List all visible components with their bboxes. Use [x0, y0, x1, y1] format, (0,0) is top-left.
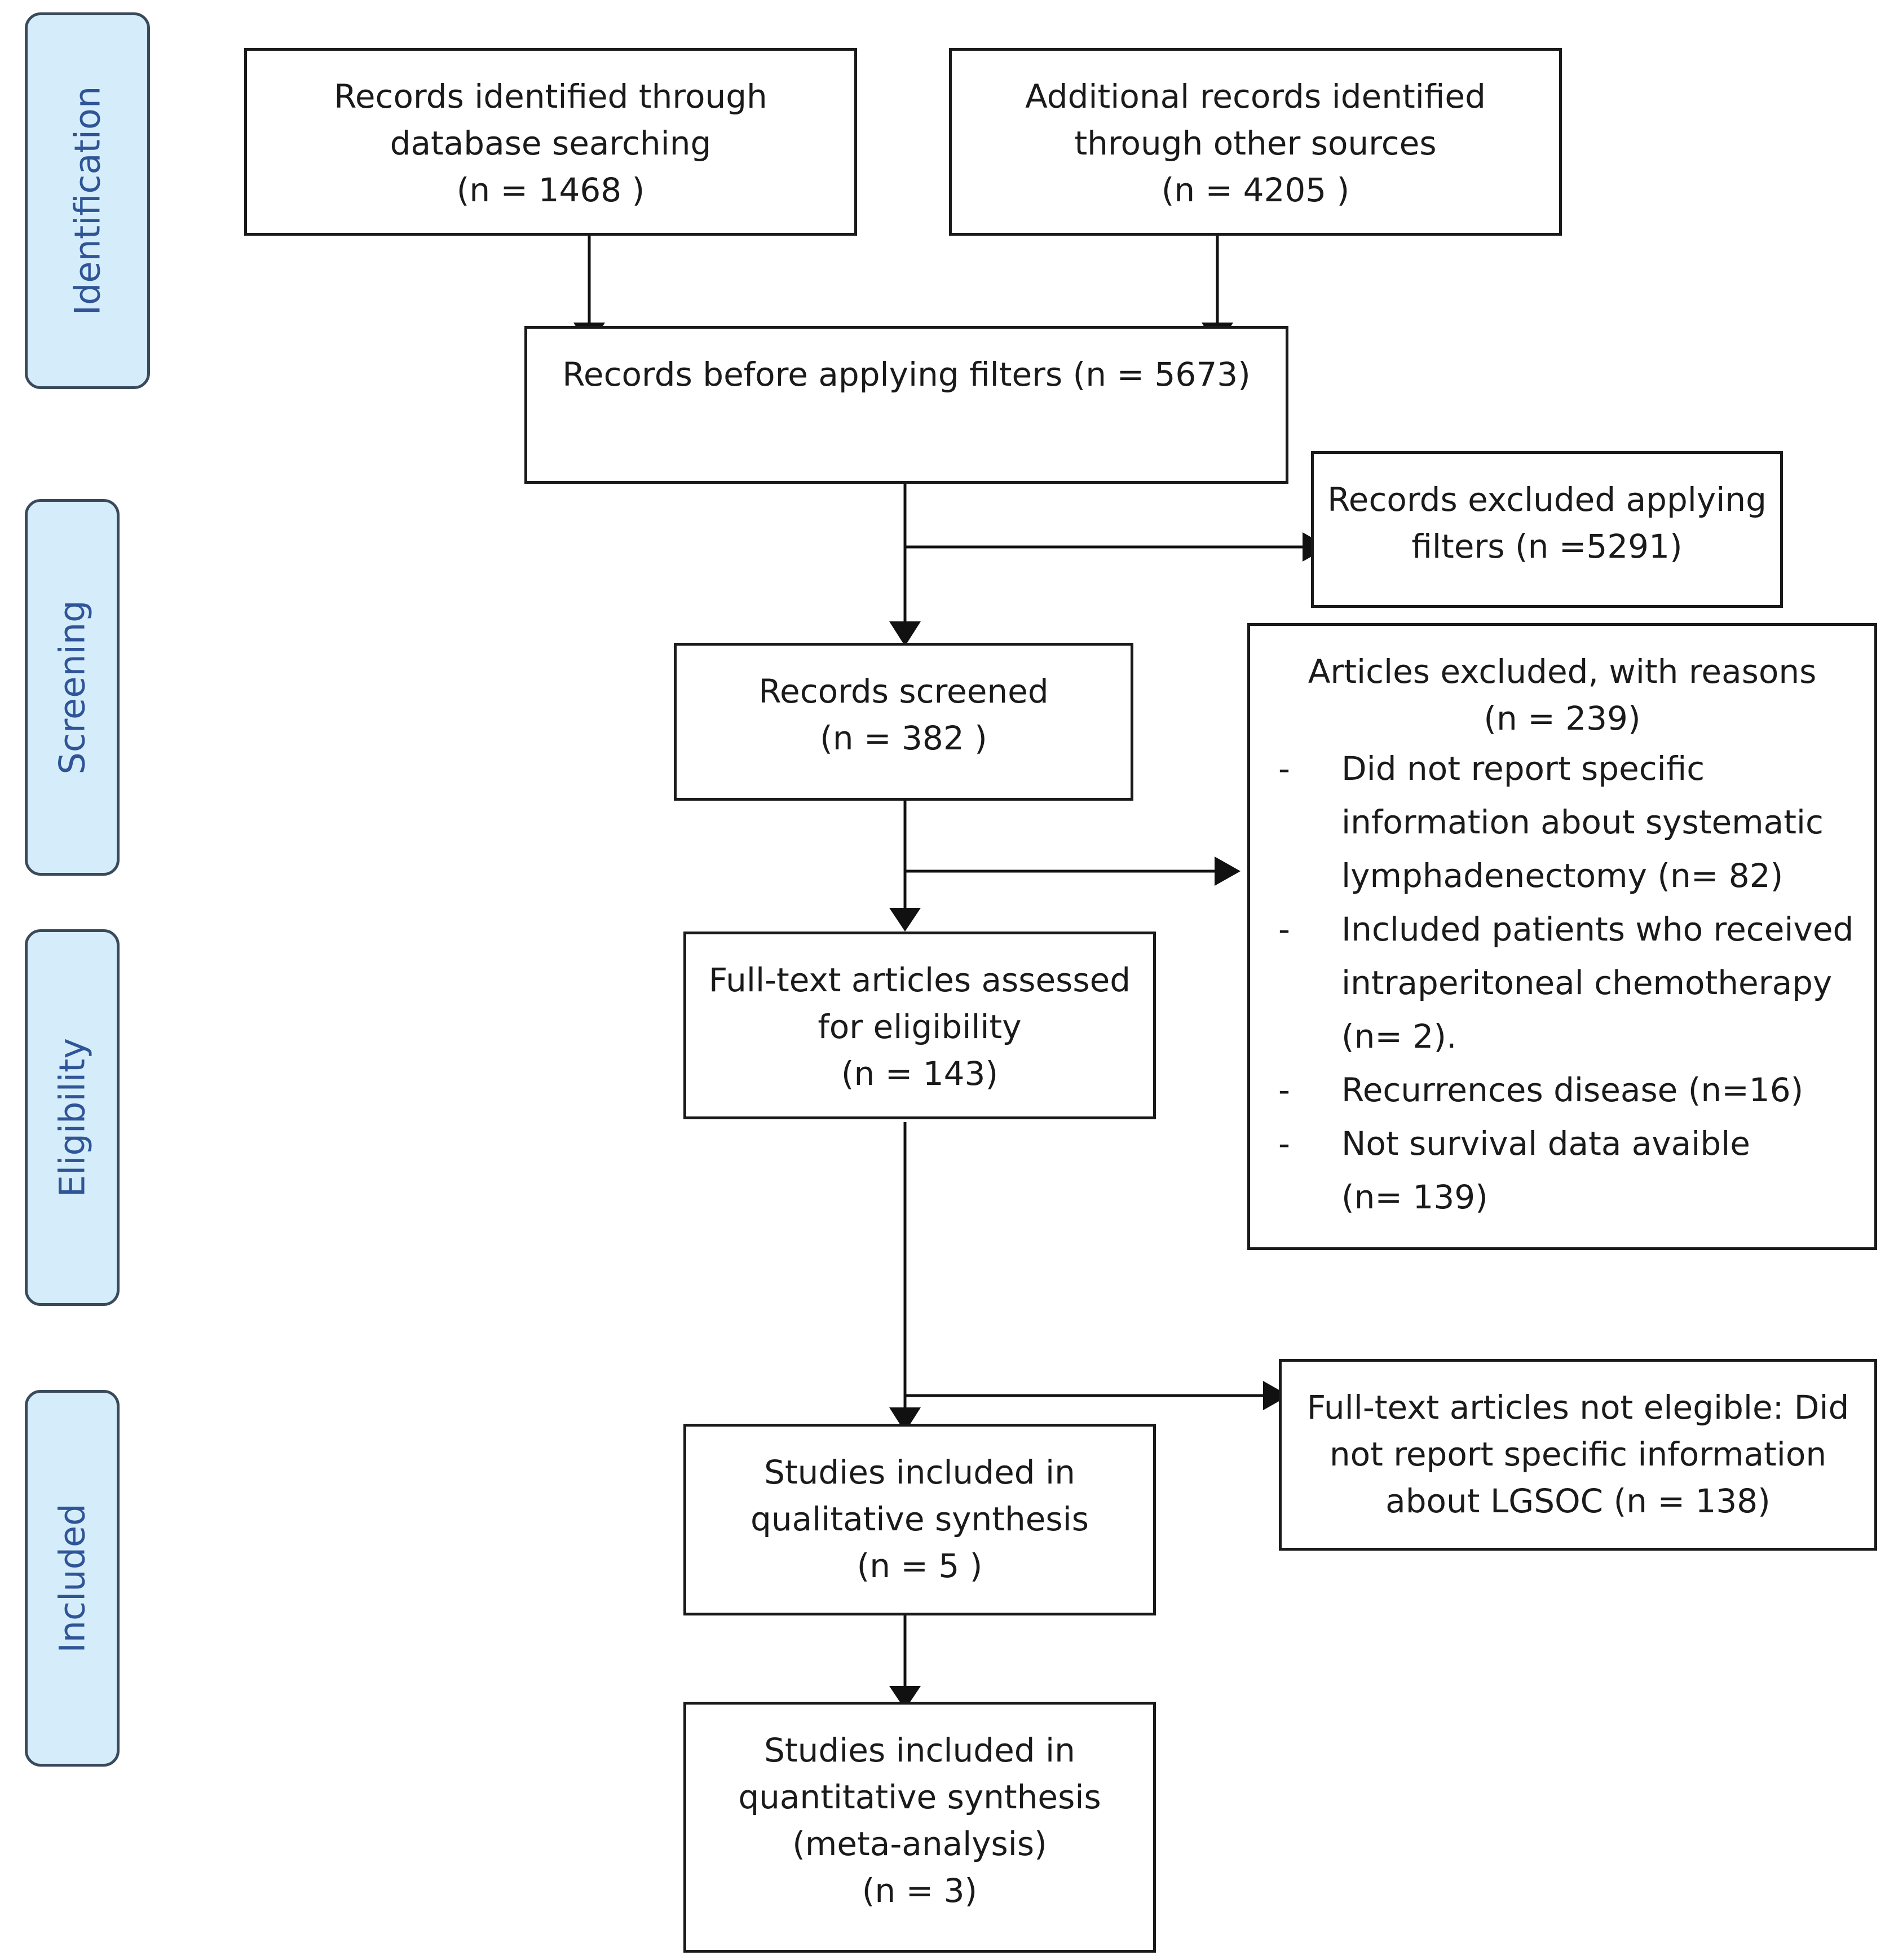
box-text-line: database searching [390, 124, 712, 162]
bullet-dash: - [1278, 1071, 1290, 1109]
bullet-dash: - [1278, 749, 1290, 788]
box-text-line: Records before applying filters (n = 567… [562, 355, 1251, 394]
arrowhead-right [1263, 1381, 1289, 1410]
box-text-line: Studies included in [764, 1731, 1075, 1769]
box-text-line: filters (n =5291) [1411, 527, 1683, 566]
box-text-line: Studies included in [764, 1453, 1075, 1491]
quantitative-synthesis-box: Studies included in quantitative synthes… [683, 1702, 1156, 1953]
exclusion-reason-text: Recurrences disease (n=16) [1341, 1071, 1804, 1109]
box-text-line: for eligibility [818, 1008, 1022, 1046]
box-text-line: (n = 3) [862, 1871, 978, 1910]
box-text-line: quantitative synthesis [738, 1778, 1101, 1816]
box-text-line: (n = 382 ) [820, 719, 987, 757]
exclusion-reason-item: - Not survival data avaible (n= 139) [1267, 1117, 1857, 1224]
box-text-line: not report specific information [1329, 1435, 1827, 1473]
bullet-dash: - [1278, 1124, 1290, 1163]
phase-screening-label: Screening [51, 600, 93, 775]
box-text-line: (n = 5 ) [857, 1547, 983, 1585]
phase-included-label: Included [51, 1503, 93, 1653]
bullet-dash: - [1278, 910, 1290, 948]
box-text-line: qualitative synthesis [751, 1500, 1089, 1538]
phase-identification: Identification [25, 12, 150, 389]
phase-screening: Screening [25, 499, 120, 876]
box-text-line: (meta-analysis) [792, 1825, 1047, 1863]
box-text-line: (n = 4205 ) [1161, 171, 1350, 209]
phase-included: Included [25, 1390, 120, 1767]
full-text-not-eligible-box: Full-text articles not elegible: Did not… [1279, 1359, 1877, 1551]
exclusion-reason-text: Not survival data avaible (n= 139) [1341, 1124, 1750, 1216]
arrowhead-down [889, 908, 921, 932]
full-text-assessed-box: Full-text articles assessed for eligibil… [683, 932, 1156, 1119]
box-text-line: (n = 143) [841, 1054, 999, 1093]
arrowhead-down [889, 621, 921, 646]
box-text-line: Records excluded applying [1327, 480, 1767, 519]
arrowhead-right [1215, 857, 1241, 886]
box-text-line: Full-text articles not elegible: Did [1306, 1388, 1849, 1427]
box-text-line: Full-text articles assessed [708, 961, 1131, 999]
exclusion-reason-item: - Did not report specific information ab… [1267, 742, 1857, 903]
records-before-filters-box: Records before applying filters (n = 567… [524, 326, 1288, 484]
articles-excluded-count: (n = 239) [1484, 699, 1641, 738]
box-text-line: (n = 1468 ) [456, 171, 645, 209]
records-other-sources-box: Additional records identified through ot… [949, 48, 1562, 236]
exclusion-reason-item: - Recurrences disease (n=16) [1267, 1063, 1857, 1117]
records-screened-box: Records screened (n = 382 ) [674, 643, 1133, 801]
phase-identification-label: Identification [67, 86, 108, 316]
box-text-line: through other sources [1074, 124, 1437, 162]
exclusion-reason-item: - Included patients who received intrape… [1267, 903, 1857, 1063]
exclusion-reason-text: Did not report specific information abou… [1341, 749, 1824, 895]
arrowhead-down [889, 1686, 921, 1710]
articles-excluded-box: Articles excluded, with reasons (n = 239… [1247, 623, 1877, 1250]
phase-eligibility-label: Eligibility [51, 1038, 93, 1198]
qualitative-synthesis-box: Studies included in qualitative synthesi… [683, 1424, 1156, 1615]
box-text-line: Records screened [758, 672, 1049, 710]
records-excluded-filters-box: Records excluded applying filters (n =52… [1311, 451, 1783, 608]
exclusion-reason-text: Included patients who received intraperi… [1341, 910, 1854, 1056]
box-text-line: Additional records identified [1025, 77, 1486, 116]
records-database-box: Records identified through database sear… [244, 48, 857, 236]
phase-eligibility: Eligibility [25, 929, 120, 1306]
arrowhead-down [889, 1407, 921, 1432]
articles-excluded-heading: Articles excluded, with reasons [1308, 652, 1817, 691]
box-text-line: Records identified through [334, 77, 767, 116]
box-text-line: about LGSOC (n = 138) [1385, 1482, 1771, 1520]
